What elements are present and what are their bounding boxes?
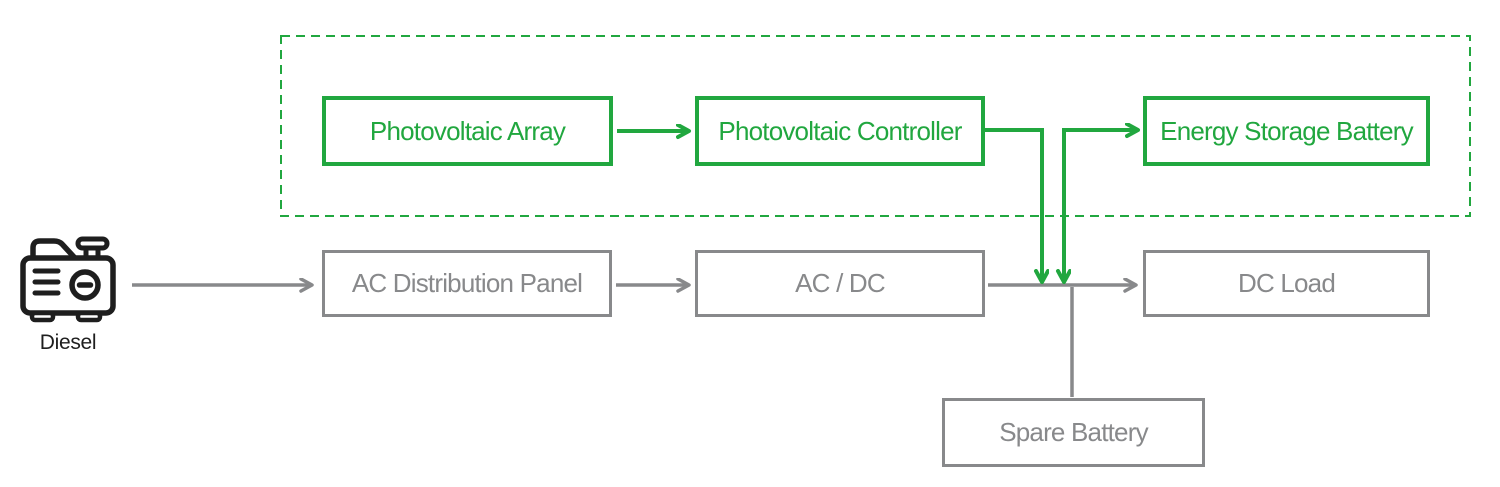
diesel-generator-icon: [20, 236, 116, 323]
node-ac-distribution-panel: AC Distribution Panel: [322, 250, 612, 317]
node-dc-load: DC Load: [1143, 250, 1430, 317]
node-label: Photovoltaic Array: [369, 115, 566, 146]
generator-foot-right: [75, 310, 103, 323]
node-photovoltaic-controller: Photovoltaic Controller: [695, 96, 985, 166]
node-label: AC / DC: [795, 268, 886, 298]
node-photovoltaic-array: Photovoltaic Array: [322, 96, 613, 166]
node-label: Spare Battery: [999, 417, 1148, 447]
node-energy-storage-battery: Energy Storage Battery: [1143, 96, 1430, 166]
generator-handle: [30, 238, 77, 260]
node-label: AC Distribution Panel: [351, 268, 583, 298]
pv-system-group-border: [280, 35, 1471, 217]
generator-foot-left: [29, 310, 56, 323]
node-label: Energy Storage Battery: [1160, 115, 1413, 146]
node-label: Photovoltaic Controller: [718, 115, 962, 146]
edge-pv-controller-to-dc-bus: [985, 128, 1042, 282]
node-label: DC Load: [1237, 268, 1336, 298]
diesel-label: Diesel: [39, 331, 97, 354]
generator-exhaust-cap: [75, 236, 110, 251]
node-spare-battery: Spare Battery: [942, 398, 1205, 467]
node-ac-dc-converter: AC / DC: [695, 250, 985, 317]
generator-vents: [32, 268, 61, 296]
